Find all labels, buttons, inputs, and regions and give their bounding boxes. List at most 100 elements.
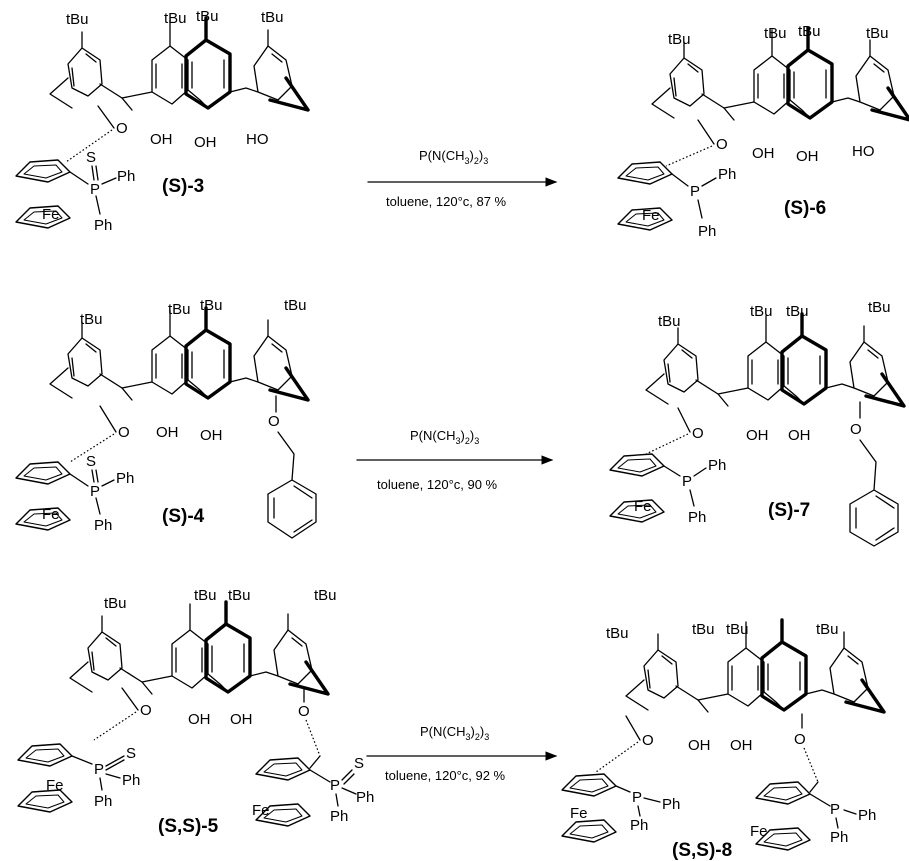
ether-o-label: O — [642, 732, 654, 749]
compound-ss5: tBu tBu tBu tBu O OH OH O Fe P S Ph Ph F… — [17, 587, 374, 837]
reagent-label: P(N(CH3)2)3 — [419, 148, 488, 166]
tbu-label: tBu — [284, 297, 307, 314]
product-name: (S)-6 — [784, 198, 826, 219]
oh-label: OH — [230, 711, 253, 728]
ether-o-label: O — [298, 703, 310, 720]
tbu-label: tBu — [164, 10, 187, 27]
tbu-label: tBu — [786, 303, 809, 320]
compound-s6: tBu tBu tBu tBu O OH OH HO Fe P Ph Ph (S… — [617, 23, 909, 240]
benzyl-o-label: O — [268, 413, 280, 430]
ho-label: HO — [246, 131, 269, 148]
ph-label: Ph — [662, 796, 680, 813]
reactant-name: (S,S)-5 — [158, 816, 219, 837]
tbu-label: tBu — [66, 11, 89, 28]
fe-label: Fe — [642, 207, 660, 224]
ph-label: Ph — [330, 808, 348, 825]
oh-label: OH — [200, 427, 223, 444]
s-label: S — [126, 745, 136, 762]
conditions-label: toluene, 120°c, 92 % — [385, 768, 506, 783]
ph-label: Ph — [708, 457, 726, 474]
tbu-label: tBu — [196, 8, 219, 25]
tbu-label: tBu — [816, 621, 839, 638]
tbu-label: tBu — [104, 595, 127, 612]
tbu-label: tBu — [606, 625, 629, 642]
ether-o-label: O — [692, 425, 704, 442]
ho-label: HO — [852, 143, 875, 160]
tbu-label: tBu — [866, 25, 889, 42]
oh-label: OH — [730, 737, 753, 754]
ph-label: Ph — [830, 829, 848, 846]
oh-label: OH — [796, 148, 819, 165]
ph-label: Ph — [356, 789, 374, 806]
ph-label: Ph — [94, 793, 112, 810]
conditions-label: toluene, 120°c, 90 % — [377, 477, 498, 492]
reactant-name: (S)-3 — [162, 176, 204, 197]
p-label: P — [632, 789, 642, 806]
fe-label: Fe — [46, 777, 64, 794]
compound-s3: tBu tBu tBu tBu O OH OH HO Fe P S Ph Ph … — [15, 8, 310, 234]
tbu-label: tBu — [80, 311, 103, 328]
tbu-label: tBu — [798, 23, 821, 40]
fe-label: Fe — [750, 823, 768, 840]
benzyl-o-label: O — [850, 421, 862, 438]
reagent-label: P(N(CH3)2)3 — [410, 428, 479, 446]
oh-label: OH — [150, 131, 173, 148]
product-name: (S)-7 — [768, 500, 810, 521]
fe-label: Fe — [42, 506, 60, 523]
ether-o-label: O — [716, 136, 728, 153]
fe-label: Fe — [570, 805, 588, 822]
s-label: S — [354, 755, 364, 772]
fe-label: Fe — [252, 802, 270, 819]
ether-o-label: O — [118, 424, 130, 441]
tbu-label: tBu — [868, 299, 891, 316]
oh-label: OH — [194, 134, 217, 151]
tbu-label: tBu — [261, 9, 284, 26]
oh-label: OH — [746, 427, 769, 444]
oh-label: OH — [788, 427, 811, 444]
tbu-label: tBu — [750, 303, 773, 320]
conditions-label: toluene, 120°c, 87 % — [386, 194, 507, 209]
tbu-label: tBu — [692, 621, 715, 638]
arrow-3: P(N(CH3)2)3 toluene, 120°c, 92 % — [366, 724, 558, 783]
p-label: P — [90, 483, 100, 500]
oh-label: OH — [688, 737, 711, 754]
s-label: S — [86, 453, 96, 470]
arrow-1: P(N(CH3)2)3 toluene, 120°c, 87 % — [367, 148, 558, 209]
ph-label: Ph — [858, 807, 876, 824]
reactant-name: (S)-4 — [162, 506, 205, 527]
tbu-label: tBu — [668, 31, 691, 48]
ph-label: Ph — [116, 470, 134, 487]
ph-label: Ph — [688, 509, 706, 526]
ph-label: Ph — [94, 517, 112, 534]
p-label: P — [830, 801, 840, 818]
tbu-label: tBu — [228, 587, 251, 604]
ph-label: Ph — [698, 223, 716, 240]
p-label: P — [90, 181, 100, 198]
compound-ss8: tBu tBu tBu tBu O OH OH O Fe P Ph Ph Fe … — [561, 618, 886, 861]
ether-o-label: O — [140, 702, 152, 719]
tbu-label: tBu — [658, 313, 681, 330]
tbu-label: tBu — [314, 587, 337, 604]
tbu-label: tBu — [194, 587, 217, 604]
p-label: P — [94, 761, 104, 778]
ph-label: Ph — [117, 168, 135, 185]
ether-o-label: O — [794, 731, 806, 748]
fe-label: Fe — [634, 498, 652, 515]
oh-label: OH — [752, 145, 775, 162]
arrow-2: P(N(CH3)2)3 toluene, 120°c, 90 % — [356, 428, 554, 492]
tbu-label: tBu — [168, 301, 191, 318]
fe-label: Fe — [42, 206, 60, 223]
p-label: P — [330, 777, 340, 794]
ph-label: Ph — [630, 817, 648, 834]
ph-label: Ph — [94, 217, 112, 234]
tbu-label: tBu — [726, 621, 749, 638]
tbu-label: tBu — [764, 25, 787, 42]
product-name: (S,S)-8 — [672, 840, 732, 861]
tbu-label: tBu — [200, 297, 223, 314]
oh-label: OH — [188, 711, 211, 728]
oh-label: OH — [156, 424, 179, 441]
reagent-label: P(N(CH3)2)3 — [420, 724, 489, 742]
p-label: P — [682, 473, 692, 490]
compound-s4: tBu tBu tBu tBu O OH OH O Fe P S Ph Ph (… — [15, 297, 317, 539]
